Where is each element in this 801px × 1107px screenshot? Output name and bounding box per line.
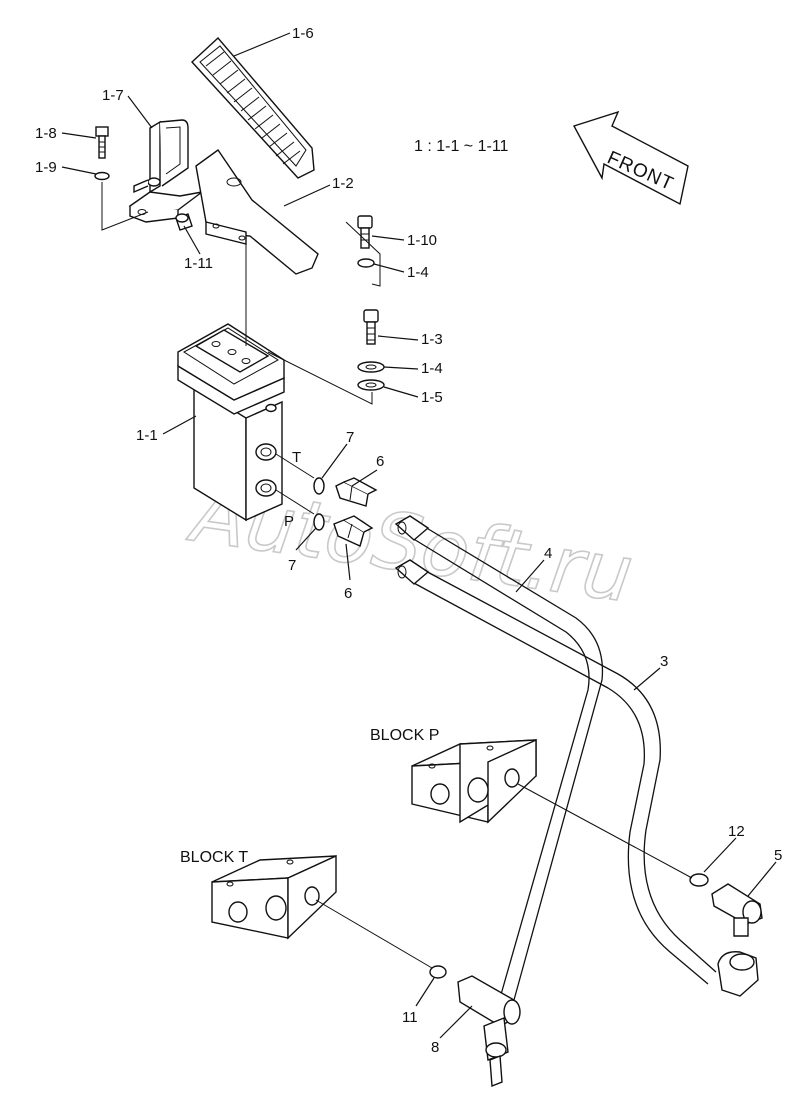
callout-1-3: 1-3: [421, 331, 443, 348]
pin-1-11: [175, 213, 193, 231]
callout-1-1: 1-1: [136, 427, 158, 444]
callout-5: 5: [774, 847, 782, 864]
range-label: 1 : 1-1 ~ 1-11: [414, 138, 509, 155]
block-p-label: BLOCK P: [370, 727, 439, 744]
pedal-pad: [191, 36, 315, 179]
block-p: [411, 738, 537, 824]
block-t-label: BLOCK T: [180, 849, 248, 866]
fitting-5: [711, 883, 763, 997]
callout-8: 8: [431, 1039, 439, 1056]
callout-1-4-upper: 1-4: [407, 264, 429, 281]
pedal-bracket: [128, 119, 203, 223]
callout-7-lower: 7: [288, 557, 296, 574]
washer-1-9: [94, 171, 110, 181]
bolt-1-10: [357, 215, 373, 249]
port-t-label: T: [292, 449, 301, 466]
washer-1-4-lower: [357, 361, 385, 373]
washer-1-5: [357, 379, 385, 391]
pilot-valve: [177, 323, 285, 522]
callout-6-upper: 6: [376, 453, 384, 470]
callout-1-2: 1-2: [332, 175, 354, 192]
fitting-6-lower: [333, 515, 374, 547]
pedal-arm: [195, 149, 319, 275]
port-p-label: P: [284, 513, 294, 530]
fitting-6-upper: [335, 477, 378, 507]
callout-1-6: 1-6: [292, 25, 314, 42]
o-ring-7-lower: [313, 513, 325, 531]
block-t: [211, 854, 337, 940]
o-ring-12: [689, 873, 709, 887]
front-arrow: FRONT: [572, 110, 689, 206]
fitting-8: [457, 975, 521, 1088]
bolt-1-3: [363, 309, 379, 345]
assembly-lines: [101, 182, 693, 969]
callout-3: 3: [660, 653, 668, 670]
bolt-1-8: [95, 126, 109, 159]
callout-11: 11: [402, 1009, 418, 1026]
callout-1-11: 1-11: [184, 255, 213, 272]
hose-4: [394, 515, 604, 1001]
callout-1-4-lower: 1-4: [421, 360, 443, 377]
callout-1-8: 1-8: [35, 125, 57, 142]
o-ring-11: [429, 965, 447, 979]
callout-1-7: 1-7: [102, 87, 124, 104]
callout-1-9: 1-9: [35, 159, 57, 176]
o-ring-7-upper: [313, 477, 325, 495]
washer-1-4-upper: [357, 258, 375, 268]
callout-4: 4: [544, 545, 552, 562]
callout-6-lower: 6: [344, 585, 352, 602]
callout-1-10: 1-10: [407, 232, 437, 249]
leader-lines: [61, 32, 777, 1039]
hose-3: [394, 559, 717, 985]
callout-1-5: 1-5: [421, 389, 443, 406]
callout-7-upper: 7: [346, 429, 354, 446]
callout-12: 12: [728, 823, 745, 840]
